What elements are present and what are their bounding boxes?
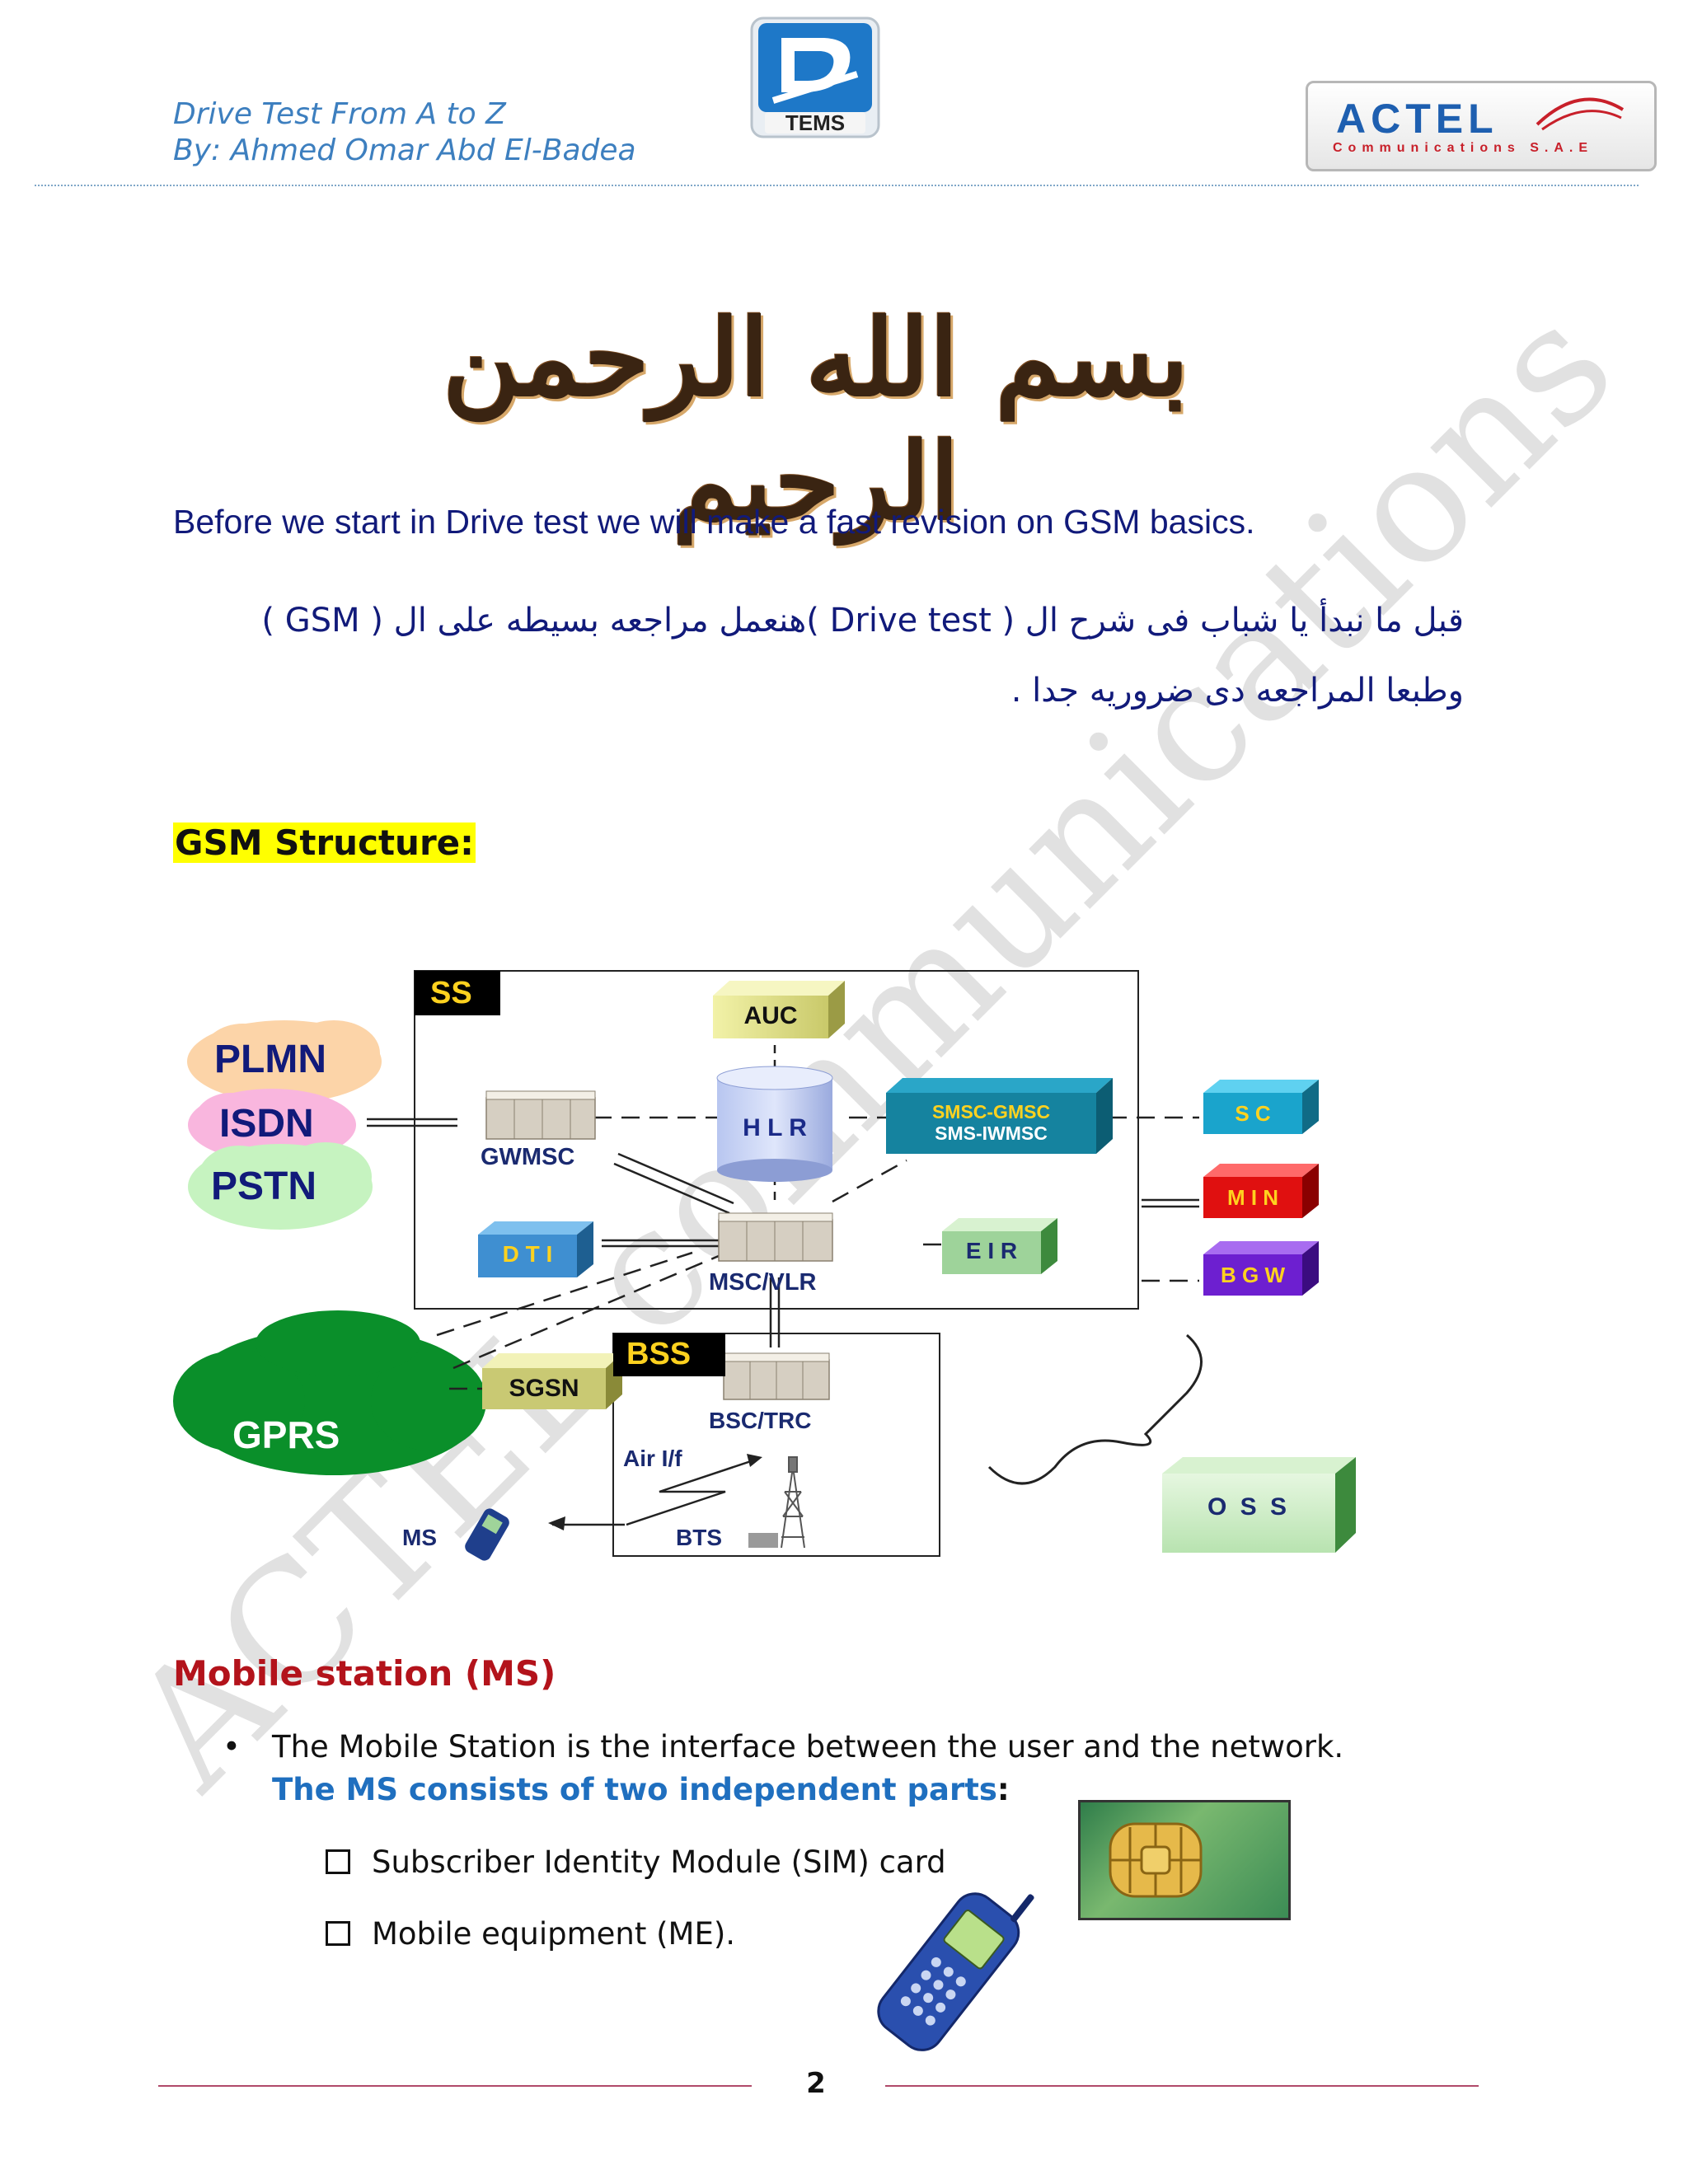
gprs-label: GPRS: [232, 1413, 340, 1456]
bgw-box: [1203, 1241, 1319, 1296]
msc-vlr-cabinet: [718, 1212, 833, 1262]
auc-box: [713, 981, 845, 1038]
oss-box: [1162, 1457, 1356, 1553]
smsc-label-2: SMS-IWMSC: [935, 1122, 1048, 1144]
actel-swoosh-icon: [1536, 97, 1625, 131]
air-interface-label: Air I/f: [623, 1446, 682, 1471]
ms-heading: Mobile station (MS): [173, 1653, 556, 1694]
bullet-dot: •: [223, 1729, 241, 1765]
eir-label: E I R: [965, 1238, 1018, 1263]
bsc-trc-label: BSC/TRC: [709, 1408, 812, 1433]
actel-logo-sub: Communications S.A.E: [1333, 141, 1594, 155]
tems-logo-text: TEMS: [785, 110, 846, 135]
sc-box: [1203, 1080, 1319, 1134]
gprs-cloud: [173, 1310, 486, 1475]
dti-label: D T I: [502, 1241, 553, 1267]
ms-phone-icon: [465, 1508, 509, 1561]
min-box: [1203, 1164, 1319, 1218]
intro-arabic-line2: وطبعا المراجعه دى ضروريه جدا .: [1010, 672, 1464, 710]
hlr-cylinder: [716, 1066, 833, 1182]
bgw-label: B G W: [1221, 1263, 1285, 1287]
actel-logo-main: ACTEL: [1336, 96, 1498, 142]
msc-vlr-label: MSC/VLR: [709, 1269, 817, 1296]
gsm-structure-heading: GSM Structure:: [173, 823, 476, 863]
ss-label: SS: [430, 976, 472, 1010]
gsm-structure-diagram: SS BSS AUC H L R GWMSC MSC/VLR D T I E I…: [165, 956, 1368, 1582]
isdn-label: ISDN: [219, 1102, 314, 1146]
hlr-label: H L R: [743, 1114, 807, 1141]
sc-label: S C: [1235, 1101, 1271, 1126]
ms-part-item: Subscriber Identity Module (SIM) card: [326, 1844, 946, 1880]
ms-part-label: Mobile equipment (ME).: [372, 1916, 736, 1952]
eir-box: [942, 1218, 1057, 1274]
bts-tower-icon: [781, 1456, 805, 1549]
footer-line-left: [158, 2085, 752, 2087]
plmn-cloud: [187, 1020, 382, 1103]
ms-consists-line: The MS consists of two independent parts…: [272, 1772, 1010, 1807]
smsc-box: [886, 1078, 1113, 1154]
ms-label: MS: [402, 1525, 437, 1550]
dti-box: [478, 1221, 593, 1277]
mobile-phone-illustration: [849, 1872, 1047, 2070]
sim-card-illustration: [1078, 1800, 1291, 1920]
header-author: By: Ahmed Omar Abd El-Badea: [173, 134, 636, 167]
basmala: بسم الله الرحمن الرحيم: [443, 297, 1189, 544]
checkbox-square-icon: [326, 1849, 350, 1874]
intro-english: Before we start in Drive test we will ma…: [173, 503, 1255, 541]
ms-consists-text: The MS consists of two independent parts: [272, 1772, 997, 1807]
gwmsc-label: GWMSC: [481, 1144, 575, 1170]
gwmsc-cabinet: [485, 1090, 596, 1140]
footer-line-right: [885, 2085, 1479, 2087]
ms-part-item: Mobile equipment (ME).: [326, 1916, 735, 1952]
isdn-cloud: [188, 1089, 356, 1161]
page-number: 2: [806, 2067, 826, 2100]
bss-label: BSS: [626, 1337, 692, 1371]
ms-part-label: Subscriber Identity Module (SIM) card: [372, 1844, 946, 1880]
tems-logo: TEMS: [748, 15, 882, 140]
bts-label: BTS: [676, 1525, 722, 1550]
bsc-trc-cabinet: [723, 1352, 830, 1400]
plmn-label: PLMN: [214, 1038, 326, 1081]
pstn-label: PSTN: [211, 1165, 317, 1208]
sgsn-label: SGSN: [509, 1375, 579, 1402]
auc-label: AUC: [743, 1002, 798, 1029]
oss-label: O S S: [1207, 1493, 1291, 1521]
checkbox-square-icon: [326, 1921, 350, 1946]
min-label: M I N: [1226, 1185, 1279, 1210]
ms-consists-colon: :: [996, 1772, 1010, 1807]
header-title: Drive Test From A to Z: [173, 97, 506, 131]
actel-logo: ACTEL Communications S.A.E: [1306, 81, 1657, 171]
ms-description: The Mobile Station is the interface betw…: [272, 1729, 1344, 1765]
smsc-label-1: SMSC-GMSC: [931, 1101, 1051, 1122]
intro-arabic-line1: قبل ما نبدأ يا شباب فى شرح ال ( Drive te…: [261, 602, 1464, 640]
pstn-cloud: [188, 1142, 373, 1230]
header-divider: [35, 185, 1639, 186]
